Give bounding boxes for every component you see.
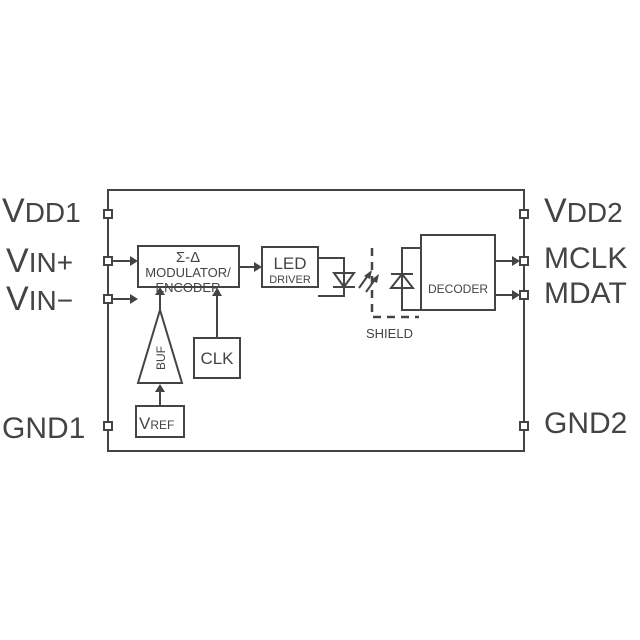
arrow-mod-to-driver <box>254 262 262 272</box>
photodiode-wiring <box>401 247 421 311</box>
modulator-line3: ENCODER <box>155 280 220 295</box>
decoder-label: DECODER <box>428 282 488 296</box>
pin-vin-plus <box>103 256 113 266</box>
pin-mdat <box>519 290 529 300</box>
light-arrow-1-head <box>364 270 372 279</box>
vref-label: VREF <box>139 414 174 433</box>
arrow-vin-minus <box>130 294 138 304</box>
buffer-triangle <box>136 306 184 384</box>
modulator-line2: MODULATOR/ <box>145 265 231 280</box>
led-driver-block <box>261 246 319 288</box>
pin-gnd1 <box>103 421 113 431</box>
label-vin-plus: VIN+ <box>6 242 73 280</box>
label-vin-minus: VIN− <box>6 280 73 318</box>
pin-gnd2 <box>519 421 529 431</box>
pin-vdd1 <box>103 209 113 219</box>
modulator-block <box>137 245 240 288</box>
led-wiring <box>318 257 345 297</box>
label-mdat: MDAT <box>544 277 627 310</box>
led-driver-line2: DRIVER <box>269 274 311 286</box>
clk-label: CLK <box>200 349 234 368</box>
led-diode-icon <box>332 272 356 289</box>
shield-label: SHIELD <box>366 326 413 341</box>
led-driver-line1: LED <box>273 254 306 273</box>
arrow-mdat <box>512 290 520 300</box>
label-vdd2: VDD2 <box>544 192 623 230</box>
pin-vin-minus <box>103 294 113 304</box>
label-gnd2: GND2 <box>544 407 627 440</box>
arrow-vref-to-buf <box>155 384 165 392</box>
label-vdd1: VDD1 <box>2 192 81 230</box>
shield-line <box>370 248 419 319</box>
arrow-mclk <box>512 256 520 266</box>
vref-block <box>135 405 185 438</box>
package-outline <box>107 189 525 452</box>
arrow-buf-to-mod <box>155 287 165 295</box>
buffer-label: BUF <box>154 346 168 370</box>
label-gnd1: GND1 <box>2 412 85 445</box>
pin-mclk <box>519 256 529 266</box>
modulator-sigma-delta: Σ-Δ <box>176 249 200 266</box>
arrow-vin-plus <box>130 256 138 266</box>
pin-vdd2 <box>519 209 529 219</box>
photodiode-icon <box>388 272 416 289</box>
decoder-block <box>420 234 496 311</box>
label-mclk: MCLK <box>544 242 627 275</box>
arrow-clk-to-mod <box>212 288 222 296</box>
clk-block <box>193 337 241 379</box>
